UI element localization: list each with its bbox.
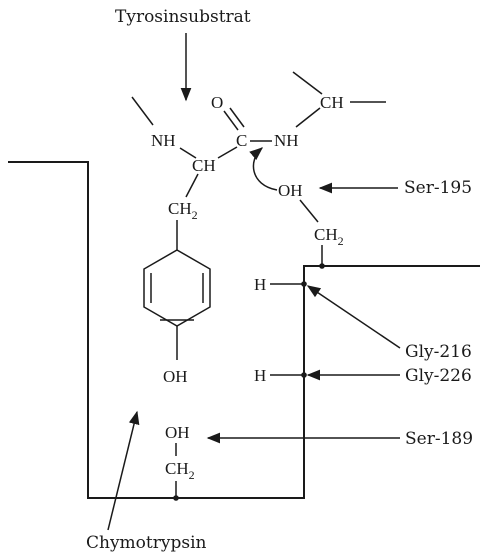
carbonyl-o-text: O (211, 93, 223, 112)
bond-nh-ch (295, 107, 321, 128)
gly216-arrow (306, 285, 401, 349)
ch2-tyr-main: CH (168, 199, 192, 218)
carbonyl-c-text: C (236, 131, 247, 150)
oh-tyr-text: OH (163, 367, 188, 386)
gly226-attach-dot (301, 372, 307, 378)
h-gly216-text: H (254, 275, 266, 294)
nucleophilic-attack-arrow (249, 147, 278, 191)
ch2-tyr-subscript: 2 (192, 208, 198, 222)
enzyme-label: Chymotrypsin (86, 533, 207, 553)
bond-ch-c (217, 146, 238, 159)
phenyl-ring (143, 249, 211, 327)
ch-alpha-text: CH (192, 156, 216, 175)
bond-c-o-2 (229, 107, 245, 128)
ch2-ser195-subscript: 2 (338, 234, 344, 248)
ch2-ser189-main: CH (165, 459, 189, 478)
bond-oh-ch2-ser195 (299, 199, 319, 223)
ser195-label: Ser-195 (404, 178, 472, 198)
enzyme-pocket-outline (8, 161, 480, 499)
substrate-label: Tyrosinsubstrat (115, 7, 251, 27)
enzyme-arrow (107, 410, 140, 531)
ch-right-text: CH (320, 93, 344, 112)
bond-ch-ch2 (185, 173, 199, 198)
ch2-ser189-text: CH2 (165, 459, 195, 482)
gly216-attach-dot (301, 281, 307, 287)
ch2-ser195-main: CH (314, 225, 338, 244)
h-gly226-text: H (254, 366, 266, 385)
bond-c-o-1 (223, 110, 239, 131)
oh-ser189-text: OH (165, 423, 190, 442)
nh-left-text: NH (151, 131, 176, 150)
ch2-ser195-text: CH2 (314, 225, 344, 248)
nh-right-text: NH (274, 131, 299, 150)
ch2-ser189-subscript: 2 (189, 468, 195, 482)
ch2-tyr-text: CH2 (168, 199, 198, 222)
bond-ch-up (292, 71, 323, 95)
gly226-label: Gly-226 (405, 366, 472, 386)
bond-n-methyl (131, 96, 154, 126)
bond-nh-ch (179, 147, 197, 159)
ser189-label: Ser-189 (405, 429, 473, 449)
oh-ser195-text: OH (278, 181, 303, 200)
gly216-label: Gly-216 (405, 342, 472, 362)
ser195-attach-dot (319, 263, 325, 269)
ser189-attach-dot (173, 495, 179, 501)
